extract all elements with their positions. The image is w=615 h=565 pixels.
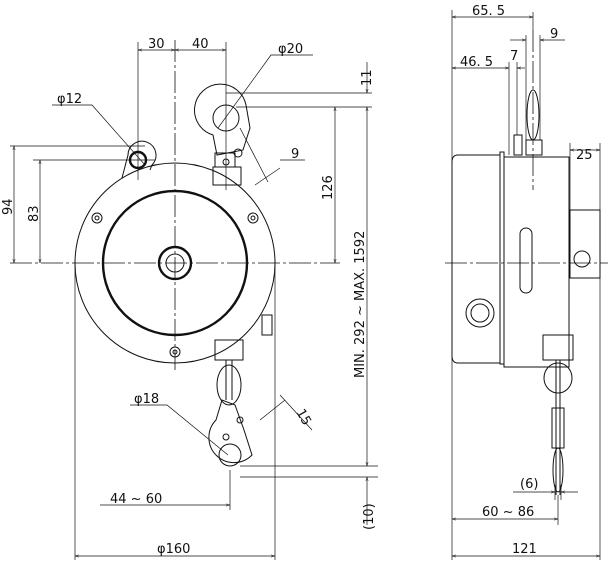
- side-outlet: [542, 334, 574, 361]
- dim-7: 7: [510, 49, 518, 64]
- hub-inner: [165, 253, 185, 273]
- side-swivel: [525, 139, 543, 156]
- side-bottom-hook: [552, 447, 564, 493]
- dim-94: 94: [1, 198, 16, 215]
- side-knob-inner: [470, 303, 490, 323]
- screw-center: [94, 215, 100, 221]
- wire-outlet: [214, 339, 244, 361]
- side-wire-loop: [543, 362, 573, 394]
- hub: [157, 245, 193, 281]
- side-view: [445, 30, 608, 495]
- side-housing: [451, 154, 501, 364]
- dim-25: 25: [576, 148, 593, 163]
- screw: [169, 346, 181, 358]
- dim-phi20: φ20: [278, 42, 303, 57]
- screw-center: [250, 215, 256, 221]
- bottom-hook-eye: [218, 443, 242, 467]
- side-post: [513, 134, 523, 156]
- dim-10: (10): [362, 503, 377, 530]
- dim-40: 40: [192, 37, 209, 52]
- eye-lug: [121, 140, 157, 179]
- hanger-block: [212, 166, 242, 186]
- dim-9: 9: [291, 147, 299, 162]
- side-boss: [569, 209, 601, 279]
- drum-cover: [101, 189, 249, 337]
- latch-pin: [233, 148, 243, 158]
- dim-15: 15: [293, 407, 314, 429]
- hook-pin: [236, 416, 244, 424]
- dim-phi160: φ160: [157, 542, 190, 557]
- bottom-hook: [208, 399, 253, 464]
- side-bottom-hook-swivel: [551, 407, 565, 449]
- top-hook: [194, 83, 251, 156]
- dim-hook-width: 44 ~ 60: [110, 492, 162, 507]
- dim-stroke: MIN. 292 ~ MAX. 1592: [353, 231, 368, 378]
- dim-6: (6): [520, 477, 538, 492]
- side-knob: [465, 298, 495, 328]
- dim-46-5: 46. 5: [460, 55, 493, 70]
- screw-center: [172, 349, 178, 355]
- dim-65-5: 65. 5: [472, 4, 505, 19]
- dim-phi12: φ12: [57, 92, 82, 107]
- side-dimensions: 65. 5 9 46. 5 7 25 (6) 60 ~ 86 121: [451, 4, 601, 560]
- side-frame: [503, 156, 570, 368]
- dim-121: 121: [512, 542, 537, 557]
- side-flange: [499, 151, 505, 365]
- screw: [91, 212, 103, 224]
- side-boss-hole: [573, 250, 591, 268]
- front-view: [10, 40, 340, 467]
- dim-30: 30: [148, 37, 165, 52]
- dim-126: 126: [321, 175, 336, 200]
- side-lug: [261, 314, 273, 336]
- front-dimensions: 30 40 φ20 φ12 11 94 83 126 MIN. 292 ~ MA…: [1, 37, 378, 560]
- wire-loop: [216, 364, 242, 406]
- side-slot: [519, 227, 533, 294]
- dim-83: 83: [27, 205, 42, 222]
- dim-side-9: 9: [550, 27, 558, 42]
- hook-pin: [222, 433, 230, 441]
- dim-60-86: 60 ~ 86: [482, 505, 534, 520]
- screw: [247, 212, 259, 224]
- dim-11: 11: [360, 69, 375, 86]
- dim-phi18: φ18: [134, 392, 159, 407]
